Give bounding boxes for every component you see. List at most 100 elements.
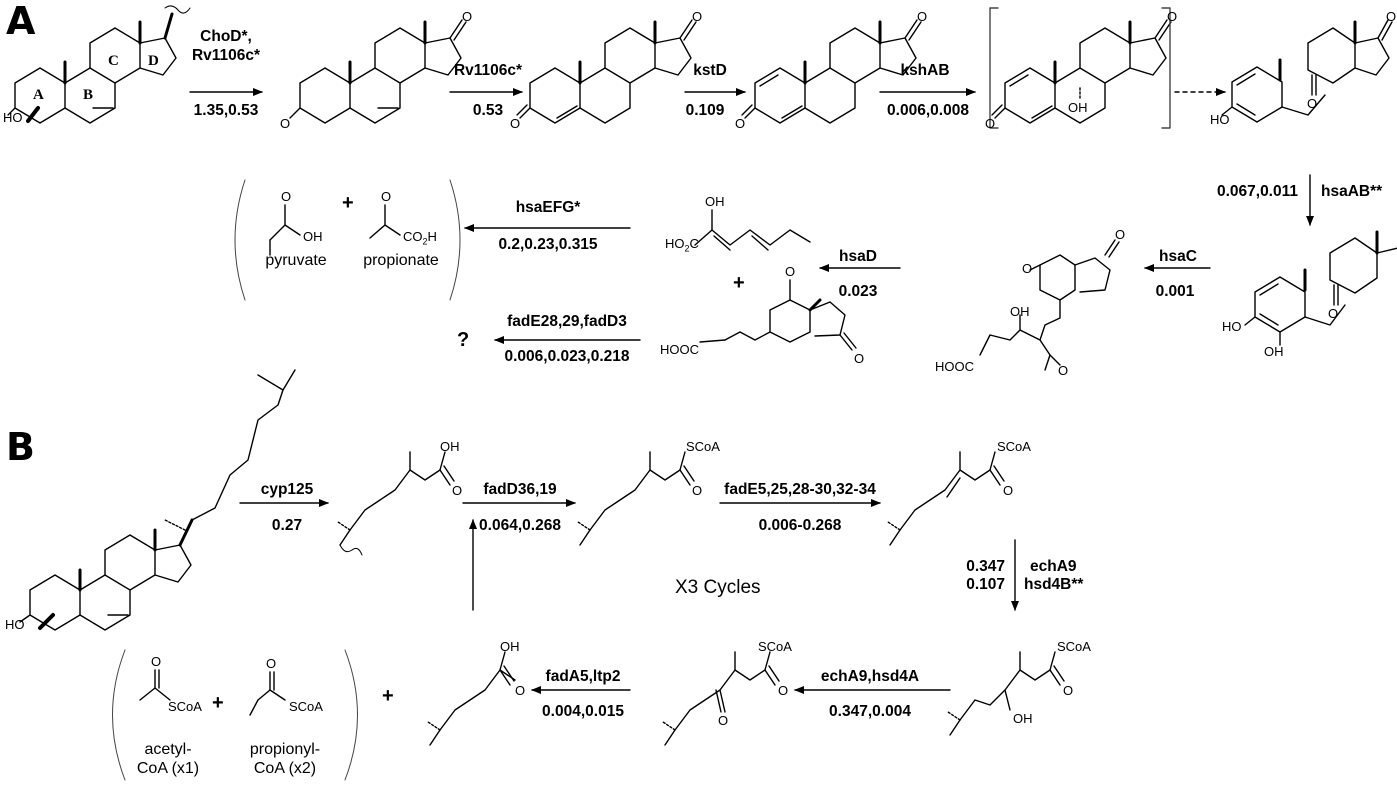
atom-o-6a: O xyxy=(1307,96,1318,111)
plus-a-2: + xyxy=(733,272,745,294)
stepb2-enzyme: fadD36,19 xyxy=(483,481,557,498)
plus-b-1: + xyxy=(212,692,224,714)
step5-value: 0.067,0.011 xyxy=(1216,183,1298,200)
sidechain-short-b xyxy=(427,651,516,746)
stepb3-value: 0.006-0.268 xyxy=(758,517,842,534)
steroid-3-a xyxy=(516,19,697,124)
ho2c-c: C xyxy=(689,236,699,251)
step9-value: 0.006,0.023,0.218 xyxy=(504,348,630,365)
steroid-5-a xyxy=(989,7,1172,129)
dienoic-acid-a xyxy=(694,209,811,251)
atom-scoa-2: SCoA xyxy=(997,439,1031,454)
stepb2-value: 0.064,0.268 xyxy=(479,517,561,534)
question-mark: ? xyxy=(457,329,470,351)
atom-hooc-seco: HOOC xyxy=(935,359,974,374)
stepb4-value: 0.347 xyxy=(966,558,1005,575)
step8-enzyme: hsaEFG* xyxy=(515,199,581,216)
atom-o-5a: O xyxy=(985,116,996,131)
bicyclic-acid-a xyxy=(699,279,857,351)
cholesterol-b xyxy=(19,369,296,631)
atom-hooc-bicyclic: HOOC xyxy=(660,342,699,357)
atom-oh-acid1: OH xyxy=(440,439,460,454)
atom-scoa-acetyl: SCoA xyxy=(168,699,202,714)
atom-o-2b: O xyxy=(462,9,473,24)
step7-enzyme: hsaD xyxy=(839,248,877,265)
atom-o-coa3: O xyxy=(1063,683,1074,698)
plus-a-1: + xyxy=(342,192,354,214)
atom-o-acetyl: O xyxy=(151,654,162,669)
stepb1-enzyme: cyp125 xyxy=(260,481,314,498)
stepb4-enzyme2: hsd4B** xyxy=(1024,576,1084,593)
co2h-sub: 2 xyxy=(422,236,428,247)
sidechain-keto-b xyxy=(662,651,780,746)
atom-o-seco-2: O xyxy=(1022,261,1033,276)
atom-oh-seco: OH xyxy=(1010,304,1030,319)
atom-co2h-propionate: CO2H xyxy=(403,230,437,247)
atom-ho2c-dienoic: HO2C xyxy=(665,237,699,254)
step1-enzyme2: Rv1106c* xyxy=(191,47,261,64)
stepb5-value: 0.347,0.004 xyxy=(829,703,911,720)
atom-scoa-1: SCoA xyxy=(686,439,720,454)
atom-o-propionate: O xyxy=(381,189,392,204)
atom-o-4a: O xyxy=(735,116,746,131)
panel-label-b: B xyxy=(6,425,35,469)
atom-oh-5: OH xyxy=(1068,100,1088,115)
atom-o-short: O xyxy=(515,683,526,698)
atom-o-seco-3: O xyxy=(1115,227,1126,242)
atom-ho-chol-b: HO xyxy=(5,617,25,632)
step6-enzyme: hsaC xyxy=(1159,248,1197,265)
atom-oh-coa3: OH xyxy=(1013,711,1033,726)
step1-value: 1.35,0.53 xyxy=(193,102,259,119)
product-pyruvate: pyruvate xyxy=(265,252,327,269)
stepb6-enzyme: fadA5,ltp2 xyxy=(545,668,621,685)
seco-acid-a xyxy=(979,239,1120,371)
atom-o-7a: O xyxy=(1328,306,1339,321)
step2-value: 0.53 xyxy=(472,102,504,119)
pyruvate-propionate xyxy=(234,179,461,301)
atom-o-bicyclic-2: O xyxy=(854,351,865,366)
sidechain-enoyl-b xyxy=(887,451,1005,546)
step2-enzyme: Rv1106c* xyxy=(453,62,523,79)
step6-value: 0.001 xyxy=(1155,283,1195,300)
stepb3-enzyme: fadE5,25,28-30,32-34 xyxy=(724,481,876,498)
atom-o-coa2: O xyxy=(1003,483,1014,498)
ho2c-ho: HO xyxy=(665,236,685,251)
ring-label-d: D xyxy=(148,53,159,69)
atom-scoa-4: SCoA xyxy=(758,639,792,654)
atom-ho-1: HO xyxy=(3,110,23,125)
step5-enzyme: hsaAB** xyxy=(1321,183,1383,200)
ring-label-a: A xyxy=(33,87,44,103)
atom-o-acid1: O xyxy=(452,483,463,498)
atom-o-3a: O xyxy=(510,116,521,131)
steroid-6-a xyxy=(1221,19,1393,123)
stepb4-enzyme: echA9 xyxy=(1030,558,1077,575)
step8-value: 0.2,0.23,0.315 xyxy=(498,236,598,253)
sidechain-acid-1-b xyxy=(337,451,455,556)
atom-o-bicyclic-1: O xyxy=(785,264,796,279)
sidechain-hydroxy-b xyxy=(947,651,1065,736)
panel-label-a: A xyxy=(6,0,36,43)
atom-ho-6: HO xyxy=(1210,112,1230,127)
step4-value: 0.006,0.008 xyxy=(887,102,969,119)
atom-o-pyruvate: O xyxy=(281,189,292,204)
step4-enzyme: kshAB xyxy=(900,62,950,79)
step3-value: 0.109 xyxy=(685,102,725,119)
atom-o-4b: O xyxy=(917,9,928,24)
atom-o-coa1: O xyxy=(692,483,703,498)
atom-o-2a: O xyxy=(280,116,291,131)
atom-oh-dienoic: OH xyxy=(705,194,725,209)
stepb4-value2: 0.107 xyxy=(966,576,1005,593)
steroid-cholesterol-a xyxy=(7,5,191,124)
atom-o-coa4b: O xyxy=(718,713,729,728)
atom-o-6b: O xyxy=(1386,9,1397,24)
step7-value: 0.023 xyxy=(838,283,878,300)
product-propionate: propionate xyxy=(363,252,439,269)
step9-enzyme: fadE28,29,fadD3 xyxy=(507,313,627,330)
atom-oh-7: OH xyxy=(1264,344,1284,359)
atom-o-5b: O xyxy=(1167,9,1178,24)
product-propionyl-2: CoA (x2) xyxy=(253,760,317,777)
product-propionyl-1: propionyl- xyxy=(249,741,321,758)
co2h-h: H xyxy=(427,229,437,244)
step1-enzyme: ChoD*, xyxy=(200,28,252,45)
